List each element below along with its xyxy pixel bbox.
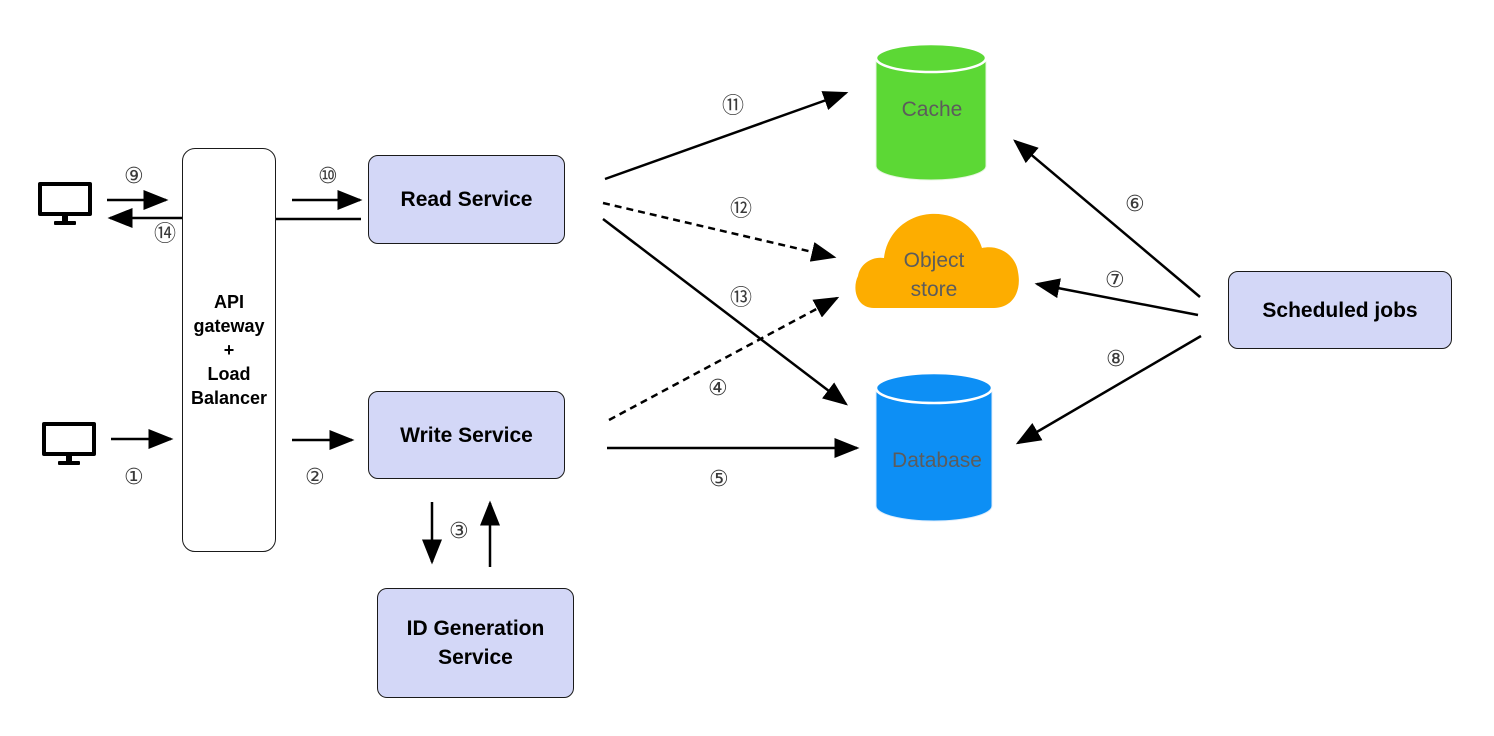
gateway-line: + xyxy=(223,340,235,360)
object-store-line: store xyxy=(910,278,958,301)
edge-scheduled-to-database-8 xyxy=(1015,334,1202,445)
edge-scheduled-to-objectstore-7 xyxy=(1034,278,1199,317)
step-11-label: ⑪ xyxy=(722,94,745,119)
scheduled-jobs-node[interactable]: Scheduled jobs xyxy=(1228,271,1452,349)
edge-write-to-objectstore-4 xyxy=(608,296,840,422)
scheduled-jobs-label: Scheduled jobs xyxy=(1262,298,1418,322)
step-10-label: ⑩ xyxy=(318,164,338,189)
write-service-label: Write Service xyxy=(400,423,533,447)
read-service-label: Read Service xyxy=(400,188,533,211)
cache-cylinder xyxy=(874,42,988,181)
step-13-label: ⑬ xyxy=(730,286,753,311)
edge-scheduled-to-cache-6 xyxy=(1013,139,1201,298)
step-6-label: ⑥ xyxy=(1125,192,1145,217)
api-gateway-load-balancer[interactable]: API gateway + Load Balancer xyxy=(182,148,276,552)
gateway-line: Load xyxy=(207,364,251,384)
cache-label: Cache xyxy=(901,98,963,121)
edge-read-to-objectstore-12 xyxy=(602,201,837,262)
edge-read-to-cache-11 xyxy=(604,91,849,181)
gateway-line: gateway xyxy=(193,316,265,336)
step-3-label: ③ xyxy=(449,519,469,544)
database-cylinder xyxy=(874,371,994,522)
step-9-label: ⑨ xyxy=(124,164,144,189)
id-generation-line: Service xyxy=(438,646,513,669)
step-7-label: ⑦ xyxy=(1105,268,1125,293)
step-5-label: ⑤ xyxy=(709,467,729,492)
client-monitor-bottom-icon xyxy=(42,422,96,465)
api-gateway-label: API gateway + Load Balancer xyxy=(191,290,267,410)
gateway-line: API xyxy=(213,292,244,312)
id-generation-line: ID Generation xyxy=(406,617,545,640)
step-12-label: ⑫ xyxy=(730,197,753,222)
edge-read-to-database-13 xyxy=(602,218,848,406)
object-store-label: Object store xyxy=(868,246,1000,304)
id-generation-label: ID Generation Service xyxy=(407,614,545,672)
id-generation-service-node[interactable]: ID Generation Service xyxy=(377,588,574,698)
step-2-label: ② xyxy=(305,465,325,490)
step-4-label: ④ xyxy=(708,376,728,401)
client-monitor-top-icon xyxy=(38,182,92,225)
step-8-label: ⑧ xyxy=(1106,347,1126,372)
read-service-node[interactable]: Read Service xyxy=(368,155,565,244)
step-1-label: ① xyxy=(124,465,144,490)
step-14-label: ⑭ xyxy=(154,222,177,247)
database-label: Database xyxy=(892,449,982,472)
object-store-cloud xyxy=(855,213,1019,308)
write-service-node[interactable]: Write Service xyxy=(368,391,565,479)
gateway-line: Balancer xyxy=(190,388,268,408)
object-store-line: Object xyxy=(903,249,965,272)
